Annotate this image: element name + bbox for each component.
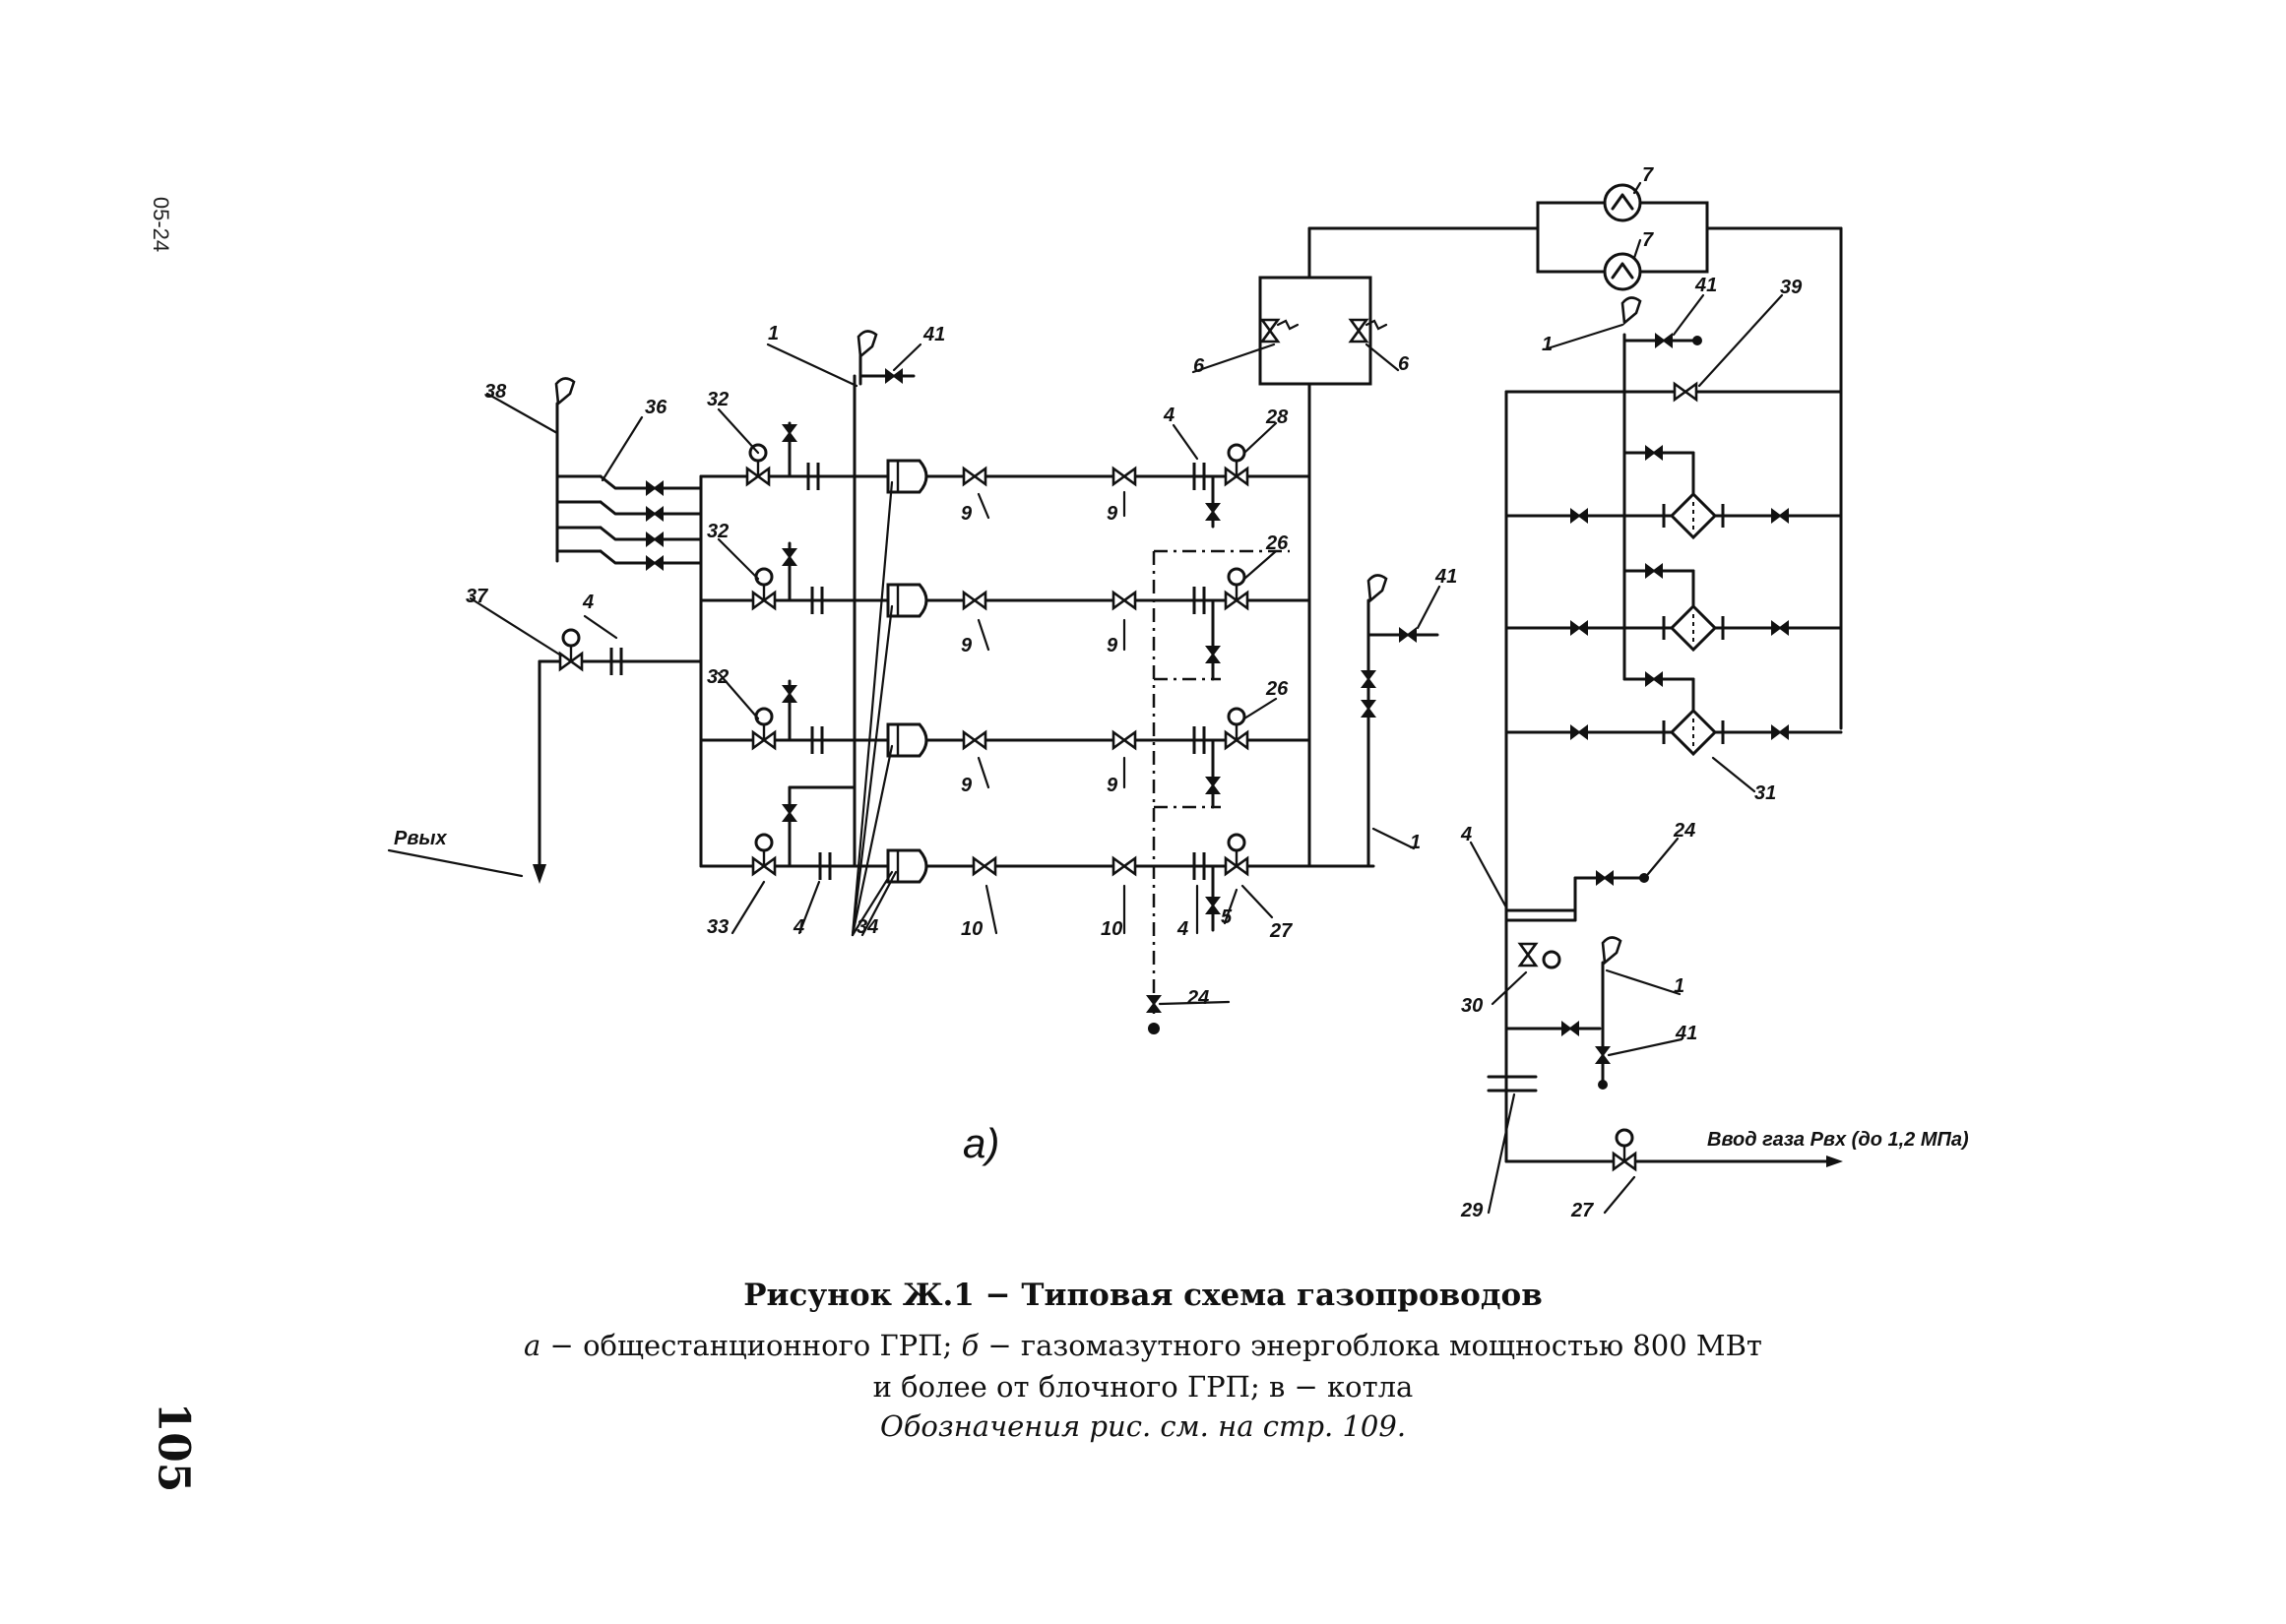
inlet-label: Ввод газа Pвх (до 1,2 МПа)	[1707, 1129, 1969, 1151]
label-4: 4	[1460, 824, 1472, 845]
label-9: 9	[961, 775, 973, 796]
label-30: 30	[1461, 995, 1483, 1017]
outlet-line	[387, 628, 703, 884]
reg-line-4	[699, 785, 1311, 884]
label-9: 9	[961, 635, 973, 656]
impulse-lines-34	[851, 480, 898, 937]
outlet-label: Pвых	[394, 828, 448, 849]
label-10: 10	[961, 918, 983, 940]
label-6: 6	[1398, 353, 1410, 375]
reg-line-3	[699, 679, 1311, 758]
label-26: 26	[1265, 532, 1289, 554]
label-39: 39	[1780, 277, 1803, 298]
label-33: 33	[707, 916, 729, 938]
label-27: 27	[1269, 920, 1293, 942]
caption-line-3: Обозначения рис. см. на стр. 109.	[879, 1409, 1407, 1443]
label-1: 1	[1410, 832, 1421, 853]
reg-line-1	[699, 421, 1311, 494]
label-41: 41	[1675, 1023, 1697, 1044]
vent-candle-38	[554, 377, 603, 563]
label-29: 29	[1460, 1200, 1484, 1221]
label-7: 7	[1642, 164, 1654, 186]
label-26: 26	[1265, 678, 1289, 700]
subfigure-label: а)	[963, 1120, 999, 1166]
label-32: 32	[707, 521, 729, 542]
label-9: 9	[961, 503, 973, 525]
caption-line-2: и более от блочного ГРП; в − котла	[872, 1370, 1414, 1404]
label-5: 5	[1221, 906, 1233, 928]
purge-valves-36	[599, 474, 703, 570]
label-4: 4	[793, 916, 804, 938]
label-4: 4	[1176, 918, 1188, 940]
label-9: 9	[1107, 775, 1118, 796]
label-1: 1	[1674, 975, 1684, 997]
label-34: 34	[857, 916, 878, 938]
label-10: 10	[1101, 918, 1122, 940]
label-24: 24	[1673, 820, 1695, 842]
page-number: 105	[148, 1402, 199, 1493]
label-9: 9	[1107, 503, 1118, 525]
reg-line-2	[699, 541, 1311, 618]
caption-line-1: а − общестанционного ГРП; б − газомазутн…	[524, 1329, 1762, 1362]
label-32: 32	[707, 666, 729, 688]
label-31: 31	[1754, 782, 1776, 804]
label-32: 32	[707, 389, 729, 410]
figure-title: Рисунок Ж.1 − Типовая схема газопроводов	[743, 1278, 1543, 1313]
leader-lines	[469, 181, 1784, 1215]
label-41: 41	[1434, 566, 1457, 588]
inlet-section	[1487, 871, 1843, 1171]
safety-block-6	[1258, 226, 1540, 478]
label-37: 37	[466, 586, 488, 607]
label-6: 6	[1193, 355, 1205, 377]
label-4: 4	[582, 592, 594, 613]
component-labels: 1 41 38 36 32 32 32 37 4 33 4 34 9 9 9 1…	[394, 164, 1969, 1221]
label-9: 9	[1107, 635, 1118, 656]
label-1: 1	[1542, 334, 1553, 355]
label-27-inlet: 27	[1570, 1200, 1594, 1221]
label-28: 28	[1265, 406, 1289, 428]
label-41: 41	[922, 324, 945, 345]
label-24: 24	[1186, 987, 1209, 1009]
label-38: 38	[484, 381, 507, 403]
label-7: 7	[1642, 229, 1654, 251]
label-4: 4	[1163, 405, 1175, 426]
filter-section	[1504, 296, 1843, 1163]
flow-meters-7	[1536, 183, 1843, 730]
label-36: 36	[645, 397, 667, 418]
label-1: 1	[768, 323, 779, 344]
label-41: 41	[1694, 275, 1717, 296]
